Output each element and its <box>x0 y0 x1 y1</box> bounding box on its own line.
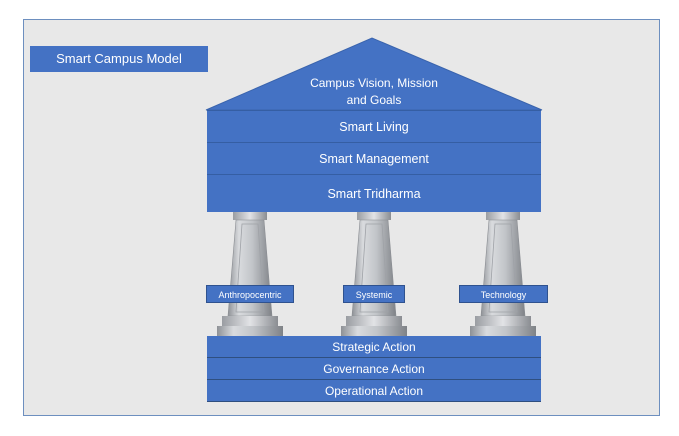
pillar-label-systemic: Systemic <box>343 285 405 303</box>
roof-label: Campus Vision, Mission and Goals <box>270 75 478 109</box>
layer-governance-action: Governance Action <box>207 358 541 380</box>
roof-label-line2: and Goals <box>346 93 402 107</box>
layer-smart-living: Smart Living <box>207 110 541 142</box>
layer-operational-action: Operational Action <box>207 380 541 402</box>
layer-strategic-action: Strategic Action <box>207 336 541 358</box>
pillar-label-technology: Technology <box>459 285 548 303</box>
model-title: Smart Campus Model <box>30 46 208 72</box>
layer-smart-tridharma: Smart Tridharma <box>207 174 541 212</box>
roof-label-line1: Campus Vision, Mission <box>310 76 438 90</box>
pillar-label-anthropocentric: Anthropocentric <box>206 285 294 303</box>
layer-smart-management: Smart Management <box>207 142 541 174</box>
